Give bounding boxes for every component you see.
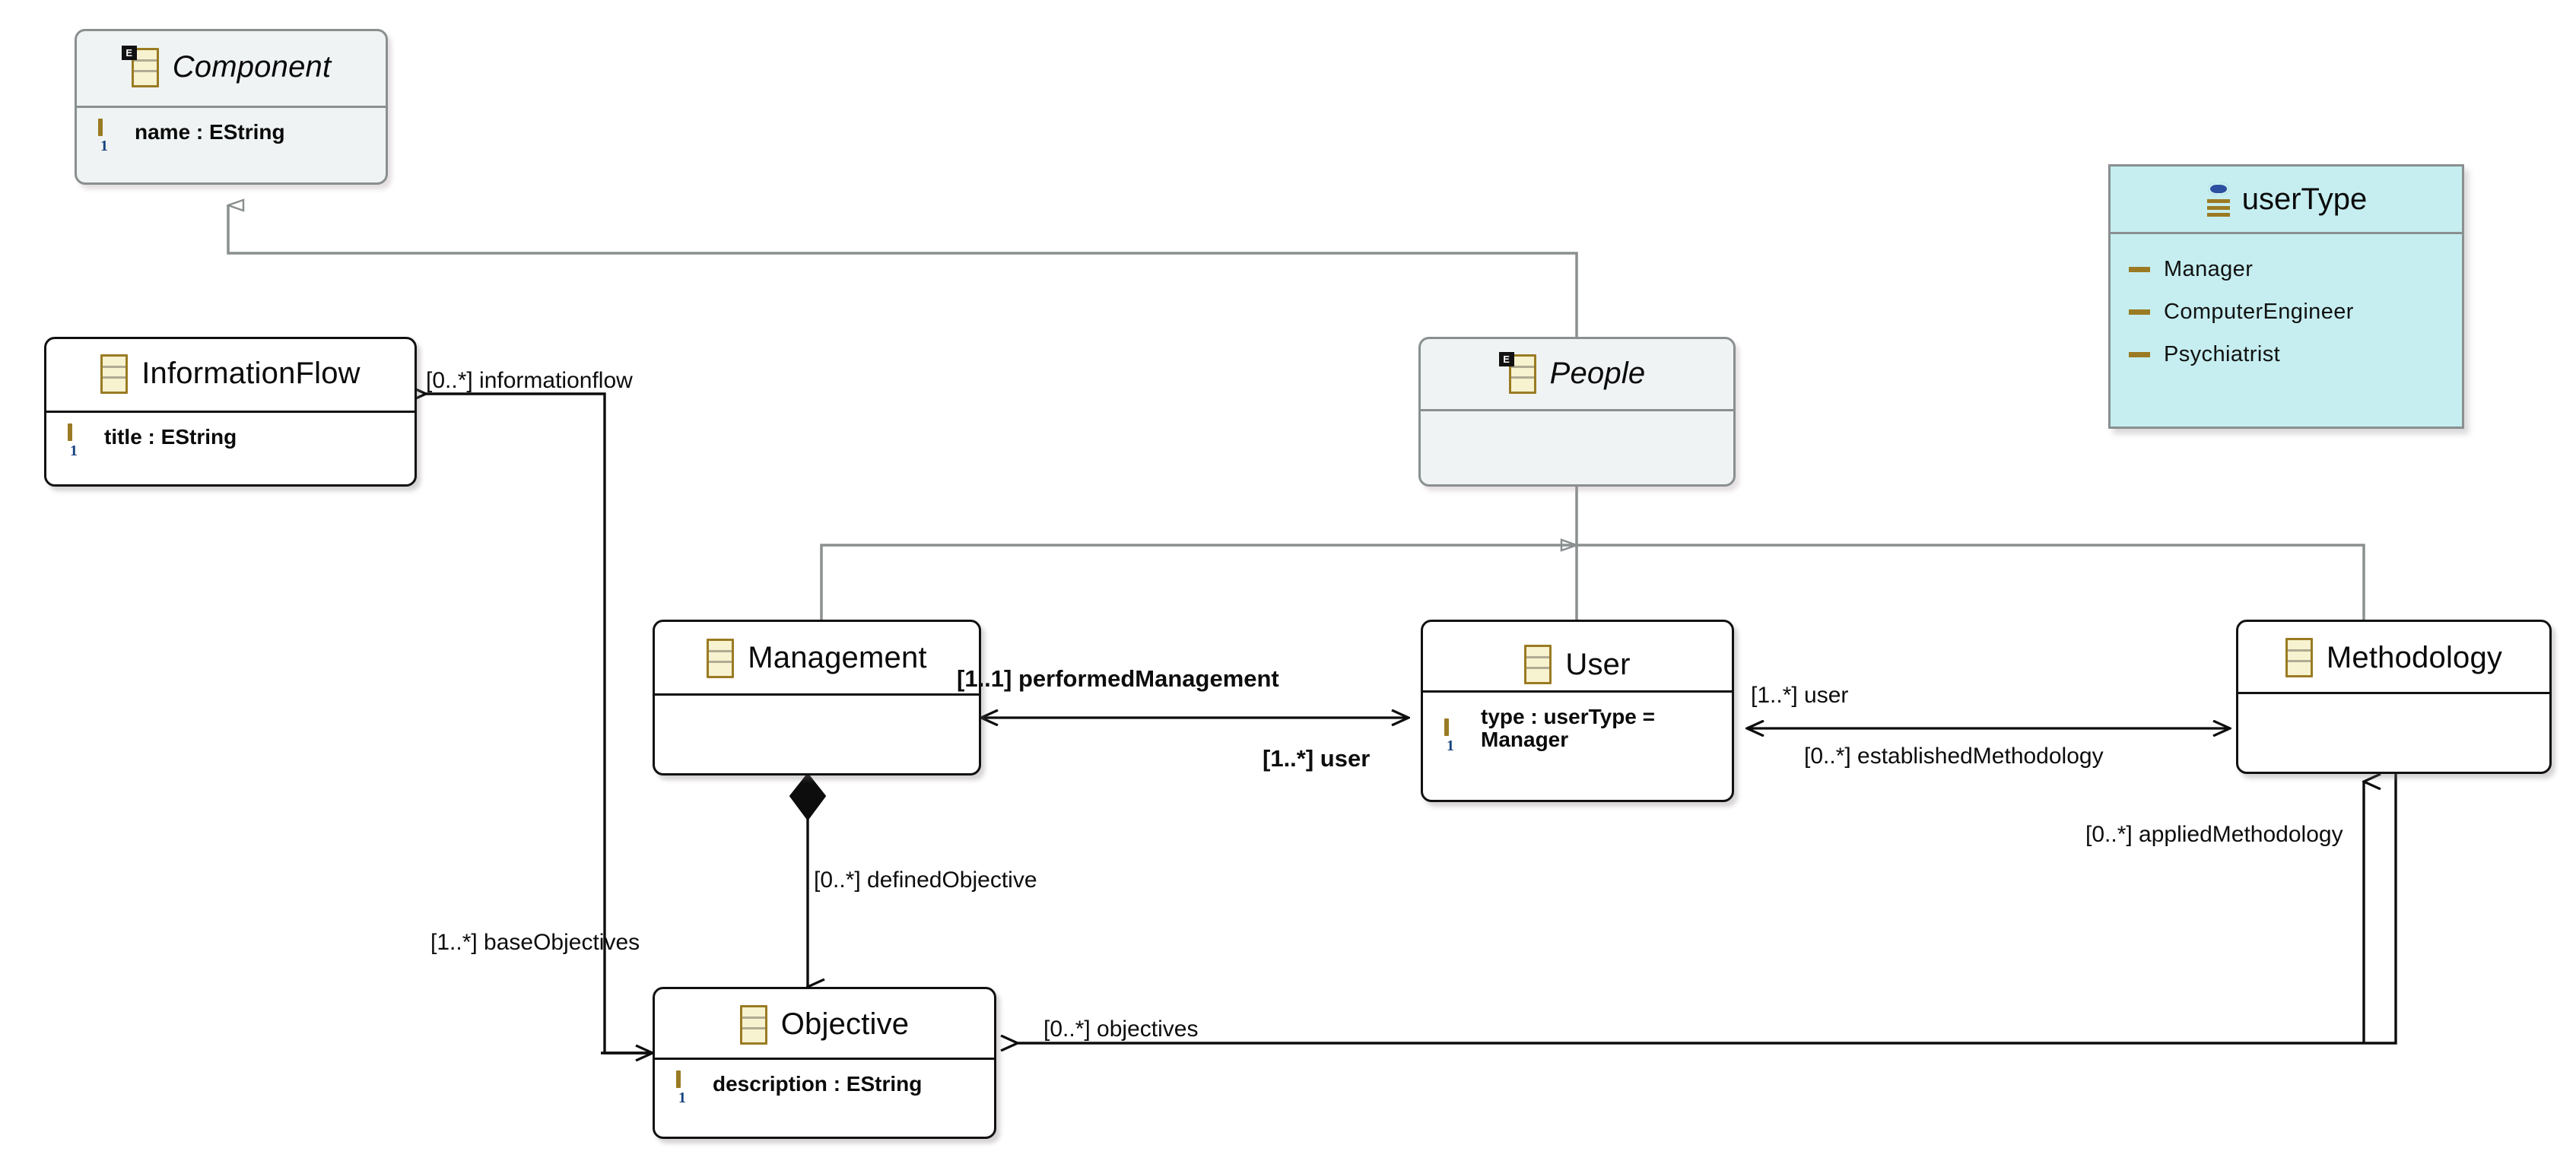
class-icon (1524, 645, 1552, 685)
attribute-icon: 1 (98, 119, 124, 154)
class-name-objective: Objective (780, 1007, 910, 1042)
edge-label-user-management[interactable]: [1..*] user (1263, 745, 1371, 772)
attribute-list: 1 name : EString (77, 106, 386, 199)
enum-literal-label: Psychiatrist (2164, 341, 2281, 366)
enum-literal-list: Manager ComputerEngineer Psychiatrist (2111, 234, 2462, 376)
compartment-divider (2238, 692, 2549, 694)
multiplicity-label: 1 (678, 1089, 686, 1106)
enum-literal-item[interactable]: Psychiatrist (2129, 333, 2462, 376)
enum-literal-icon (2129, 351, 2150, 357)
edge-label-appliedmethodology[interactable]: [0..*] appliedMethodology (2085, 822, 2343, 847)
class-title-component: E Component (77, 31, 386, 104)
class-name-methodology: Methodology (2326, 640, 2503, 674)
attribute-icon: 1 (1444, 718, 1470, 754)
attribute-icon: 1 (676, 1070, 702, 1106)
class-box-people[interactable]: E People (1418, 337, 1736, 487)
class-icon (100, 354, 129, 394)
class-title-objective: Objective (655, 989, 994, 1060)
class-icon: E (121, 45, 159, 87)
class-title-management: Management (655, 622, 979, 695)
attribute-row[interactable]: 1 type : userType = Manager (1423, 703, 1732, 754)
class-title-people: E People (1421, 339, 1733, 409)
attribute-text: title : EString (104, 425, 237, 449)
multiplicity-label: 1 (1447, 737, 1454, 754)
enum-title-row: userType (2111, 167, 2462, 234)
compartment-divider (655, 1058, 994, 1060)
enum-literal-item[interactable]: ComputerEngineer (2129, 290, 2462, 333)
enum-literal-icon (2129, 309, 2150, 315)
attribute-list (655, 693, 979, 790)
edge-label-baseobjectives[interactable]: [1..*] baseObjectives (430, 930, 640, 955)
class-box-methodology[interactable]: Methodology (2236, 620, 2552, 774)
class-title-informationflow: InformationFlow (46, 339, 415, 409)
class-title-methodology: Methodology (2238, 622, 2549, 694)
class-box-objective[interactable]: Objective 1 description : EString (653, 987, 996, 1139)
attribute-list: 1 title : EString (46, 411, 415, 501)
compartment-divider (655, 693, 979, 696)
class-box-management[interactable]: Management (653, 620, 981, 775)
attribute-text: name : EString (135, 120, 285, 144)
class-box-component[interactable]: E Component 1 name : EString (75, 29, 388, 185)
class-name-component: Component (172, 50, 332, 84)
enum-literal-label: ComputerEngineer (2164, 299, 2354, 324)
compartment-divider (1423, 690, 1732, 693)
class-name-informationflow: InformationFlow (141, 357, 361, 391)
class-icon (707, 638, 735, 678)
class-icon (739, 1004, 767, 1045)
edge-label-definedobjective[interactable]: [0..*] definedObjective (814, 867, 1037, 893)
class-icon (2285, 638, 2313, 678)
edge-label-informationflow[interactable]: [0..*] informationflow (426, 368, 633, 393)
enum-name-usertype: userType (2241, 182, 2368, 216)
class-box-user[interactable]: User 1 type : userType = Manager (1421, 620, 1734, 802)
attribute-text: description : EString (713, 1072, 923, 1096)
enum-box-usertype[interactable]: userType Manager ComputerEngineer Psychi… (2108, 164, 2464, 429)
class-name-user: User (1565, 647, 1631, 681)
edge-label-objectives[interactable]: [0..*] objectives (1043, 1017, 1199, 1042)
enum-literal-item[interactable]: Manager (2129, 248, 2462, 290)
class-name-management: Management (748, 641, 927, 675)
abstract-marker-icon: E (121, 45, 137, 60)
multiplicity-label: 1 (70, 442, 78, 459)
attribute-list: 1 type : userType = Manager (1423, 690, 1732, 817)
attribute-list (1421, 409, 1733, 501)
class-title-user: User (1423, 622, 1732, 707)
edge-label-user-methodology[interactable]: [1..*] user (1751, 683, 1849, 708)
attribute-list: 1 description : EString (655, 1058, 994, 1153)
enum-literal-label: Manager (2164, 256, 2254, 281)
compartment-divider (1421, 409, 1733, 411)
enum-icon (2206, 182, 2231, 217)
attribute-row[interactable]: 1 title : EString (46, 423, 415, 459)
attribute-list (2238, 692, 2549, 788)
generalization-people-to-component (228, 205, 1578, 337)
abstract-marker-icon: E (1498, 351, 1514, 366)
class-icon: E (1498, 351, 1536, 394)
class-name-people: People (1549, 357, 1646, 391)
attribute-icon: 1 (68, 423, 94, 459)
attribute-row[interactable]: 1 description : EString (655, 1070, 994, 1106)
class-box-informationflow[interactable]: InformationFlow 1 title : EString (44, 337, 417, 487)
edge-label-performedmanagement[interactable]: [1..1] performedManagement (957, 665, 1279, 692)
multiplicity-label: 1 (100, 138, 108, 154)
edge-label-establishedmethodology[interactable]: [0..*] establishedMethodology (1804, 744, 2104, 769)
attribute-row[interactable]: 1 name : EString (77, 118, 386, 154)
compartment-divider (77, 106, 386, 108)
compartment-divider (46, 411, 415, 413)
enum-literal-icon (2129, 266, 2150, 272)
attribute-text: type : userType = Manager (1481, 705, 1656, 752)
generalization-tree-to-people (820, 487, 2365, 620)
